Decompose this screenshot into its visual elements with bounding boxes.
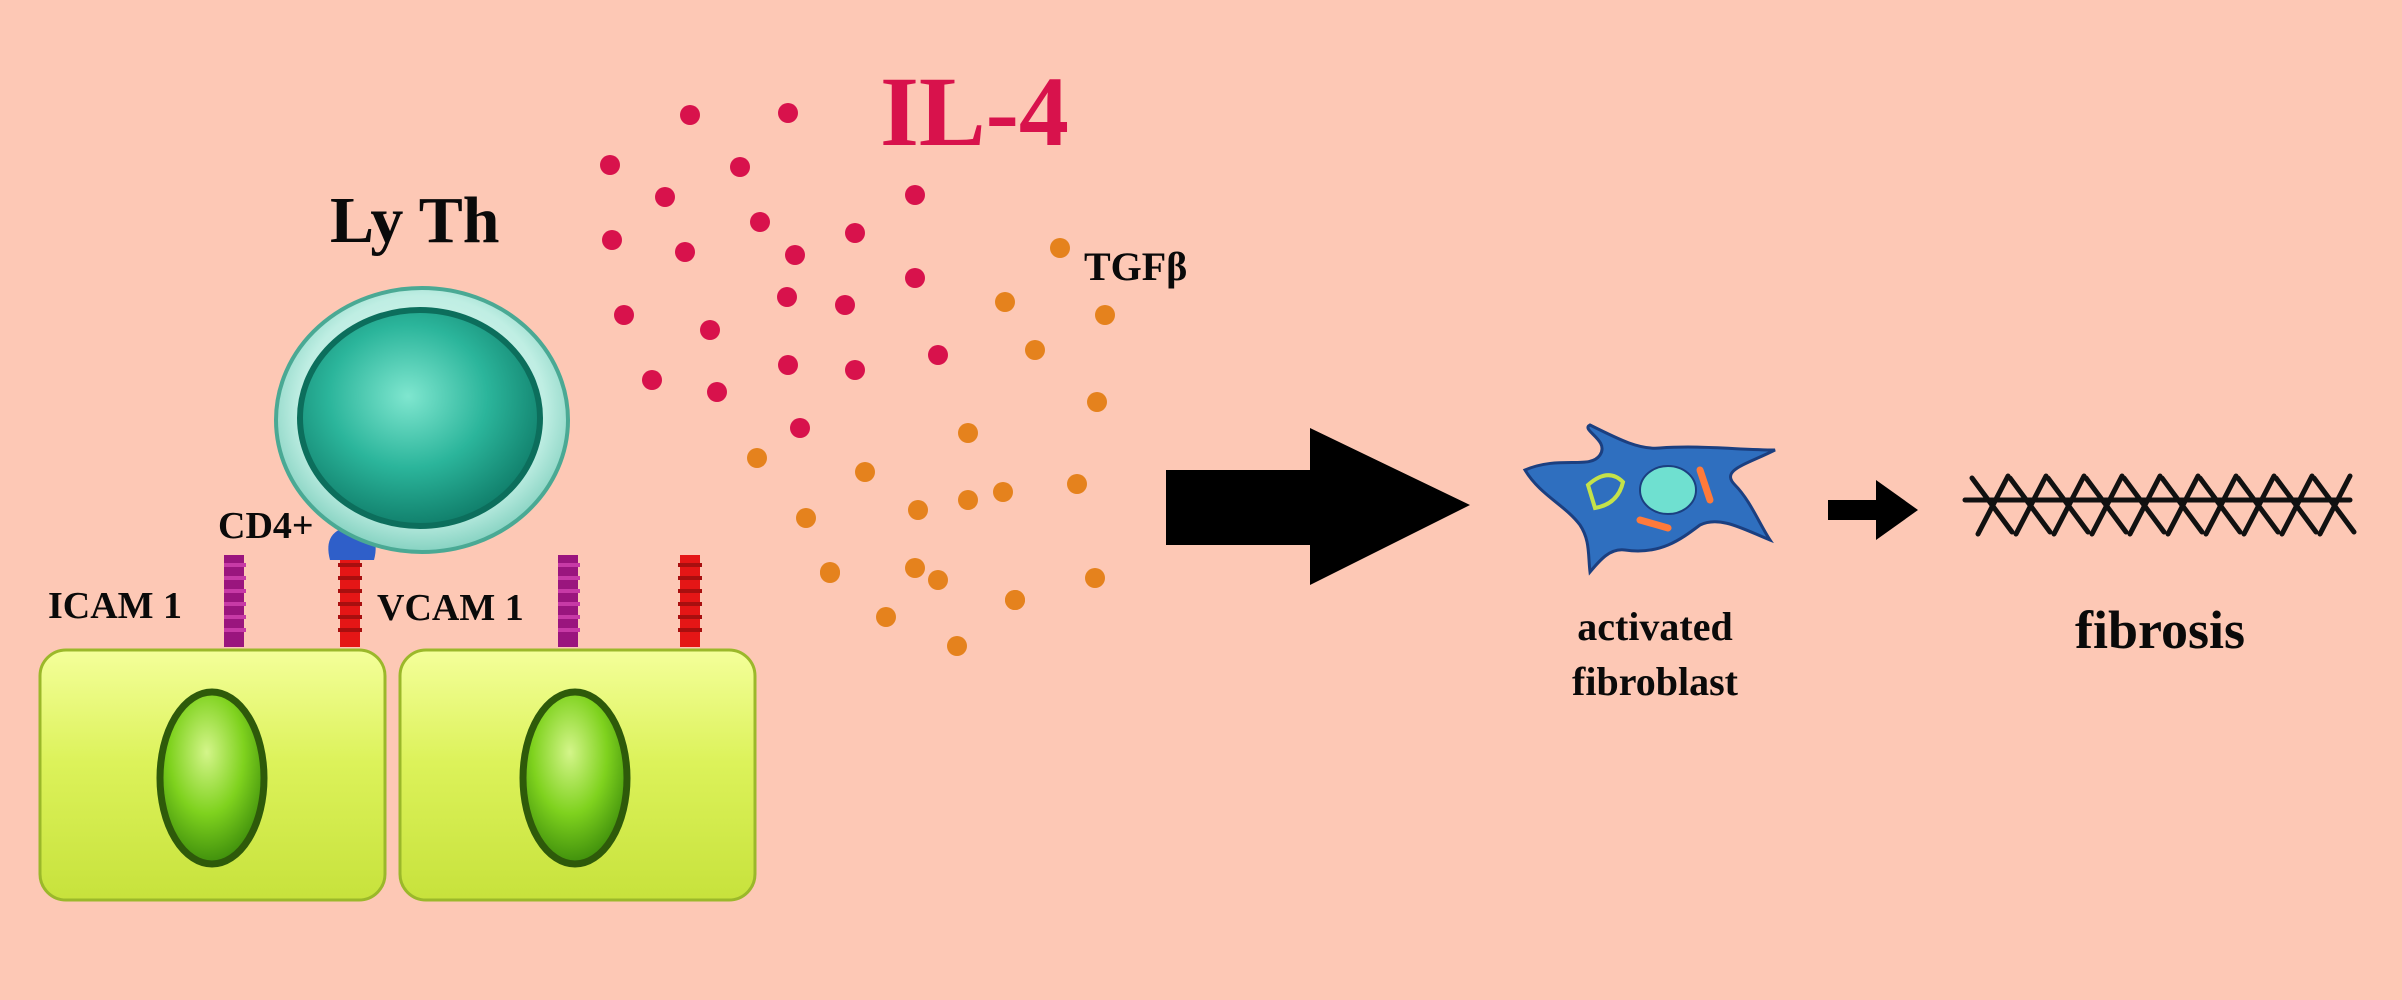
vcam1-label: VCAM 1 — [377, 587, 524, 629]
nucleus — [519, 688, 631, 868]
il4-dot — [700, 320, 720, 340]
tgfb-dot — [820, 563, 840, 583]
activated-label: activated — [1577, 604, 1733, 649]
tgfb-dots — [747, 238, 1115, 656]
fibrosis-label: fibrosis — [2075, 600, 2245, 660]
cd4-label: CD4+ — [218, 505, 314, 547]
il4-dot — [778, 103, 798, 123]
tgfb-dot — [1005, 590, 1025, 610]
fibroblast-cell-icon — [1522, 423, 1776, 576]
tgfb-dot — [1087, 392, 1107, 412]
small-arrow-icon — [1828, 480, 1918, 540]
vcam1-molecule — [338, 555, 362, 647]
il4-label: IL-4 — [880, 56, 1069, 167]
tgfb-dot — [747, 448, 767, 468]
tgfb-dot — [958, 423, 978, 443]
tgfb-dot — [1095, 305, 1115, 325]
tgfb-dot — [1085, 568, 1105, 588]
il4-dot — [928, 345, 948, 365]
il4-dot — [845, 223, 865, 243]
fiber-strand — [1969, 475, 2015, 535]
fiber-strand — [2121, 475, 2167, 535]
il4-dot — [778, 355, 798, 375]
il4-dot — [750, 212, 770, 232]
vcam1-molecule-2 — [678, 555, 702, 647]
icam1-label: ICAM 1 — [48, 585, 182, 627]
il4-dot — [642, 370, 662, 390]
il4-dot — [835, 295, 855, 315]
fibrosis-fibers-icon — [1962, 473, 2357, 537]
tgfb-dot — [958, 490, 978, 510]
fiber-strand — [2083, 475, 2129, 535]
tgfb-dot — [995, 292, 1015, 312]
tgfb-label: TGFβ — [1084, 244, 1187, 289]
il4-dot — [707, 382, 727, 402]
tgfb-dot — [876, 607, 896, 627]
tgfb-dot — [855, 462, 875, 482]
tgfb-dot — [947, 636, 967, 656]
endothelial-cell-left — [38, 648, 387, 902]
il4-dot — [602, 230, 622, 250]
tgfb-dot — [993, 482, 1013, 502]
fiber-strand — [2311, 475, 2357, 535]
fibroblast-label: fibroblast — [1572, 659, 1739, 704]
il4-dot — [600, 155, 620, 175]
fiber-strand — [2045, 475, 2091, 535]
il4-dot — [614, 305, 634, 325]
tgfb-dot — [928, 570, 948, 590]
fiber-strand — [2197, 475, 2243, 535]
tgfb-dot — [1050, 238, 1070, 258]
il4-dot — [785, 245, 805, 265]
il4-dot — [655, 187, 675, 207]
tgfb-dot — [1067, 474, 1087, 494]
tgfb-dot — [905, 558, 925, 578]
icam1-molecule-2 — [558, 555, 580, 647]
icam1-molecule — [224, 555, 246, 647]
il4-dot — [845, 360, 865, 380]
fiber-strand — [2235, 475, 2281, 535]
il4-dot — [905, 268, 925, 288]
nucleus — [156, 688, 268, 868]
il4-dot — [905, 185, 925, 205]
lymphocyte-cell-icon — [274, 286, 570, 554]
il4-dot — [730, 157, 750, 177]
il4-dot — [777, 287, 797, 307]
fiber-strand — [2007, 475, 2053, 535]
big-arrow-icon — [1166, 428, 1470, 585]
fiber-strand — [2159, 475, 2205, 535]
endothelial-cell-right — [398, 648, 757, 902]
ly-th-label: Ly Th — [330, 184, 499, 257]
il4-dot — [790, 418, 810, 438]
tgfb-dot — [796, 508, 816, 528]
il4-dots — [600, 103, 948, 438]
il4-dot — [680, 105, 700, 125]
fiber-strand — [2273, 475, 2319, 535]
tgfb-dot — [908, 500, 928, 520]
il4-dot — [675, 242, 695, 262]
tgfb-dot — [1025, 340, 1045, 360]
